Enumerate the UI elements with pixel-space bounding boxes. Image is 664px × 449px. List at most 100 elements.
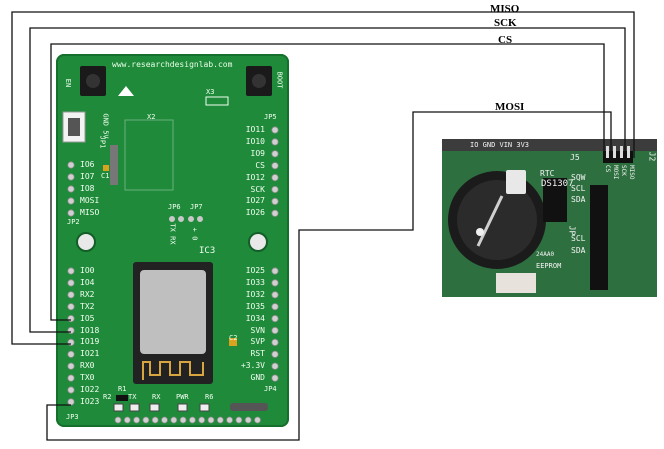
pin-label: SCK (250, 184, 265, 194)
pin-hole (123, 416, 131, 424)
pin-label: RX0 (80, 361, 95, 371)
pin-hole (67, 197, 75, 205)
header-pin-holes (67, 126, 279, 406)
rtc-chip-label: DS1307 (541, 179, 574, 189)
pin-hole (271, 338, 279, 346)
boot-button-cap (252, 74, 266, 88)
jp1-pins (68, 118, 80, 136)
signal-mosi-label: MOSI (495, 101, 525, 113)
jp4-label: JP4 (264, 385, 277, 393)
pin-hole (235, 416, 243, 424)
pin-hole (67, 173, 75, 181)
pin-label: TX2 (80, 301, 95, 311)
pin-hole (67, 314, 75, 323)
pin-hole (67, 362, 75, 370)
wire-sck (29, 27, 626, 333)
pin-label: IO4 (80, 277, 95, 287)
c2-label: C2 (229, 334, 238, 342)
r2-label: R2 (103, 393, 112, 401)
rtc-header-pin-label: MOSI (612, 165, 619, 180)
r6-resistor (199, 403, 210, 412)
pin-label: IO6 (80, 160, 95, 169)
pin-label: IO9 (250, 148, 265, 158)
sda-label: SDA (571, 195, 586, 204)
pin-label: IO18 (80, 325, 100, 335)
board-url: www.researchdesignlab.com (112, 60, 233, 69)
jp3-label: JP3 (66, 413, 79, 421)
jp6-label: JP6 (168, 203, 181, 211)
pin-hole (271, 279, 279, 287)
rtc-header-pin-label: CS (604, 165, 611, 173)
pin-hole (271, 314, 279, 323)
pin-label: SVN (250, 325, 265, 335)
pin-hole (271, 374, 279, 382)
pin-hole (133, 416, 141, 424)
r6-label: R6 (205, 393, 214, 401)
jp-scl-label: SCL (571, 234, 586, 243)
pin-hole (161, 416, 168, 424)
pin-hole (271, 303, 279, 311)
wire-miso (11, 11, 635, 345)
jp-sda-label: SDA (571, 246, 586, 255)
pin-hole (67, 350, 75, 358)
pin-label: IO22 (80, 385, 100, 394)
pin-label: MOSI (80, 196, 100, 205)
jp7-label: JP7 (190, 203, 203, 211)
orientation-marker (118, 86, 134, 96)
mounting-hole-right (248, 232, 268, 252)
pin-label: MISO (80, 208, 100, 217)
pin-hole (271, 326, 279, 335)
j5-label: J5 (570, 153, 580, 162)
rx-led (149, 403, 160, 412)
battery-contact (476, 228, 484, 236)
bottom-pin-row (114, 416, 261, 424)
x2-outline (124, 119, 174, 191)
pin-label: RST (250, 349, 265, 359)
ic3-shield (140, 270, 206, 354)
x3-crystal (205, 96, 229, 106)
battery-spring (476, 195, 504, 247)
pin-label: IO8 (80, 184, 95, 193)
en-button-cap (86, 74, 100, 88)
rtc-top-strip (442, 139, 657, 151)
sqw-label: SQW (571, 173, 586, 182)
pin-hole (198, 416, 206, 424)
c1-capacitor (103, 165, 109, 171)
pin-label: CS (255, 160, 265, 170)
pin-hole (67, 303, 75, 311)
jp2-label: JP2 (67, 218, 80, 226)
rtc-header-pin-label: SCK (620, 165, 627, 176)
pin-label: IO21 (80, 349, 100, 359)
pin-hole (271, 350, 279, 358)
jp6-jp7-pads (169, 216, 203, 222)
pin-label: IO35 (245, 301, 265, 311)
pin-hole (244, 416, 252, 424)
pin-hole (67, 398, 75, 406)
pin-hole (271, 267, 279, 275)
pin-hole (207, 416, 215, 424)
rtc-title: RTC (540, 169, 555, 178)
pin-hole (271, 362, 279, 370)
pin-hole (271, 126, 279, 134)
pin-hole (151, 416, 159, 424)
pin-hole (67, 386, 75, 394)
pin-hole (67, 291, 75, 299)
signal-sck-label: SCK (494, 17, 517, 29)
c1-label: C1 (101, 172, 110, 180)
pin-label: IO34 (245, 313, 265, 323)
pin-hole (142, 416, 150, 424)
jp6-pin-label: TX RX (168, 223, 177, 245)
pin-hole (254, 416, 261, 424)
pin-label: IO7 (80, 172, 95, 181)
pin-label: TX0 (80, 373, 95, 383)
pin-hole (271, 138, 279, 146)
ic3-label: IC3 (199, 246, 216, 256)
pin-hole (67, 267, 75, 275)
rtc-header-pin-label: MISO (628, 165, 635, 180)
signal-miso-label: MISO (490, 3, 520, 15)
pin-hole (226, 416, 234, 424)
rtc-component-bottom (496, 273, 536, 293)
mounting-hole-left (76, 232, 96, 252)
j2-label: J2 (647, 151, 657, 162)
eeprom-part-label: 24AA0 (536, 251, 555, 258)
